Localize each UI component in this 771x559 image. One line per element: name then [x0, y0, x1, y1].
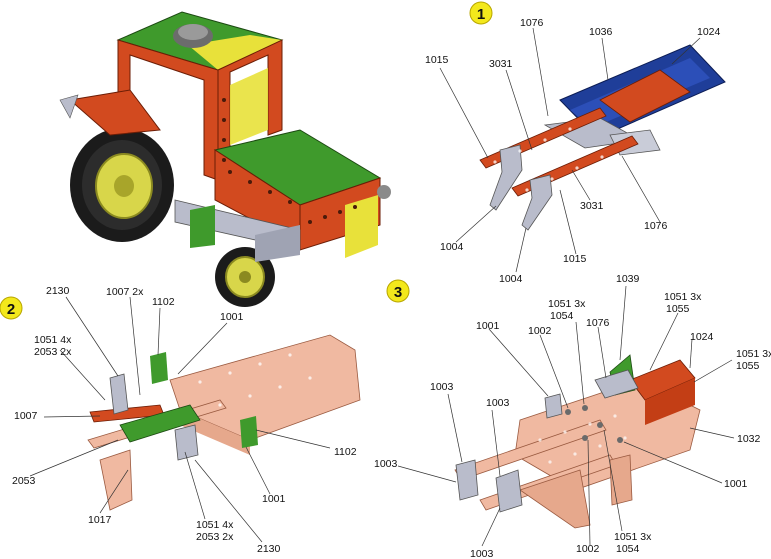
- svg-text:1: 1: [477, 6, 485, 23]
- label-1032: 1032: [737, 433, 761, 445]
- label-1015-b: 1015: [563, 253, 587, 265]
- label-1001-a: 1001: [476, 320, 500, 332]
- label-1001-b: 1001: [724, 478, 748, 490]
- label-1051-4x-b: 1051 4x: [196, 519, 234, 531]
- step-1-badge: 1: [469, 1, 493, 25]
- label-1007-2x: 1007 2x: [106, 286, 144, 298]
- label-1054-a: 1054: [550, 310, 574, 322]
- label-1001-a: 1001: [220, 311, 244, 323]
- label-1076-b: 1076: [644, 220, 668, 232]
- label-1036: 1036: [589, 26, 613, 38]
- label-2130-a: 2130: [46, 285, 70, 297]
- label-1039: 1039: [616, 273, 640, 285]
- label-1051-3x-b: 1051 3x: [548, 298, 586, 310]
- label-3031-b: 3031: [580, 200, 604, 212]
- label-2130-b: 2130: [257, 543, 281, 555]
- svg-text:3: 3: [394, 284, 402, 301]
- step-2-assembly: 2130 1007 2x 1102 1001 1051 4x 2053 2x 1…: [12, 285, 361, 555]
- label-3031-a: 3031: [489, 58, 513, 70]
- label-1051-3x-d: 1051 3x: [614, 531, 652, 543]
- label-1055-b: 1055: [736, 360, 760, 372]
- tractor-illustration: [59, 11, 391, 307]
- label-1003-c: 1003: [374, 458, 398, 470]
- label-1015-a: 1015: [425, 54, 449, 66]
- label-1007: 1007: [14, 410, 38, 422]
- label-1002-a: 1002: [528, 325, 552, 337]
- step-1-assembly: 1076 1036 1024 1015 3031 3031 1076 1004 …: [425, 17, 726, 285]
- label-1004-a: 1004: [440, 241, 464, 253]
- label-1076-a: 1076: [520, 17, 544, 29]
- label-1076: 1076: [586, 317, 610, 329]
- label-1004-b: 1004: [499, 273, 523, 285]
- svg-text:2: 2: [7, 301, 15, 318]
- label-1051-4x-a: 1051 4x: [34, 334, 72, 346]
- label-1102-b: 1102: [334, 446, 357, 458]
- label-1003-b: 1003: [486, 397, 510, 409]
- label-1055-a: 1055: [666, 303, 690, 315]
- step-3-badge: 3: [386, 279, 410, 303]
- label-1024: 1024: [697, 26, 721, 38]
- label-1003-a: 1003: [430, 381, 454, 393]
- label-1051-3x-c: 1051 3x: [736, 348, 771, 360]
- label-1001-b: 1001: [262, 493, 286, 505]
- label-1002-b: 1002: [576, 543, 600, 555]
- label-1024: 1024: [690, 331, 714, 343]
- step-3-assembly: 1039 1051 3x 1055 1001 1002 1051 3x 1054…: [374, 273, 771, 559]
- label-2053-2x-b: 2053 2x: [196, 531, 234, 543]
- step-2-badge: 2: [0, 296, 23, 320]
- label-2053: 2053: [12, 475, 36, 487]
- label-1003-d: 1003: [470, 548, 494, 559]
- label-2053-2x-a: 2053 2x: [34, 346, 72, 358]
- label-1102-a: 1102: [152, 296, 175, 308]
- label-1051-3x-a: 1051 3x: [664, 291, 702, 303]
- label-1054-b: 1054: [616, 543, 640, 555]
- label-1017: 1017: [88, 514, 112, 526]
